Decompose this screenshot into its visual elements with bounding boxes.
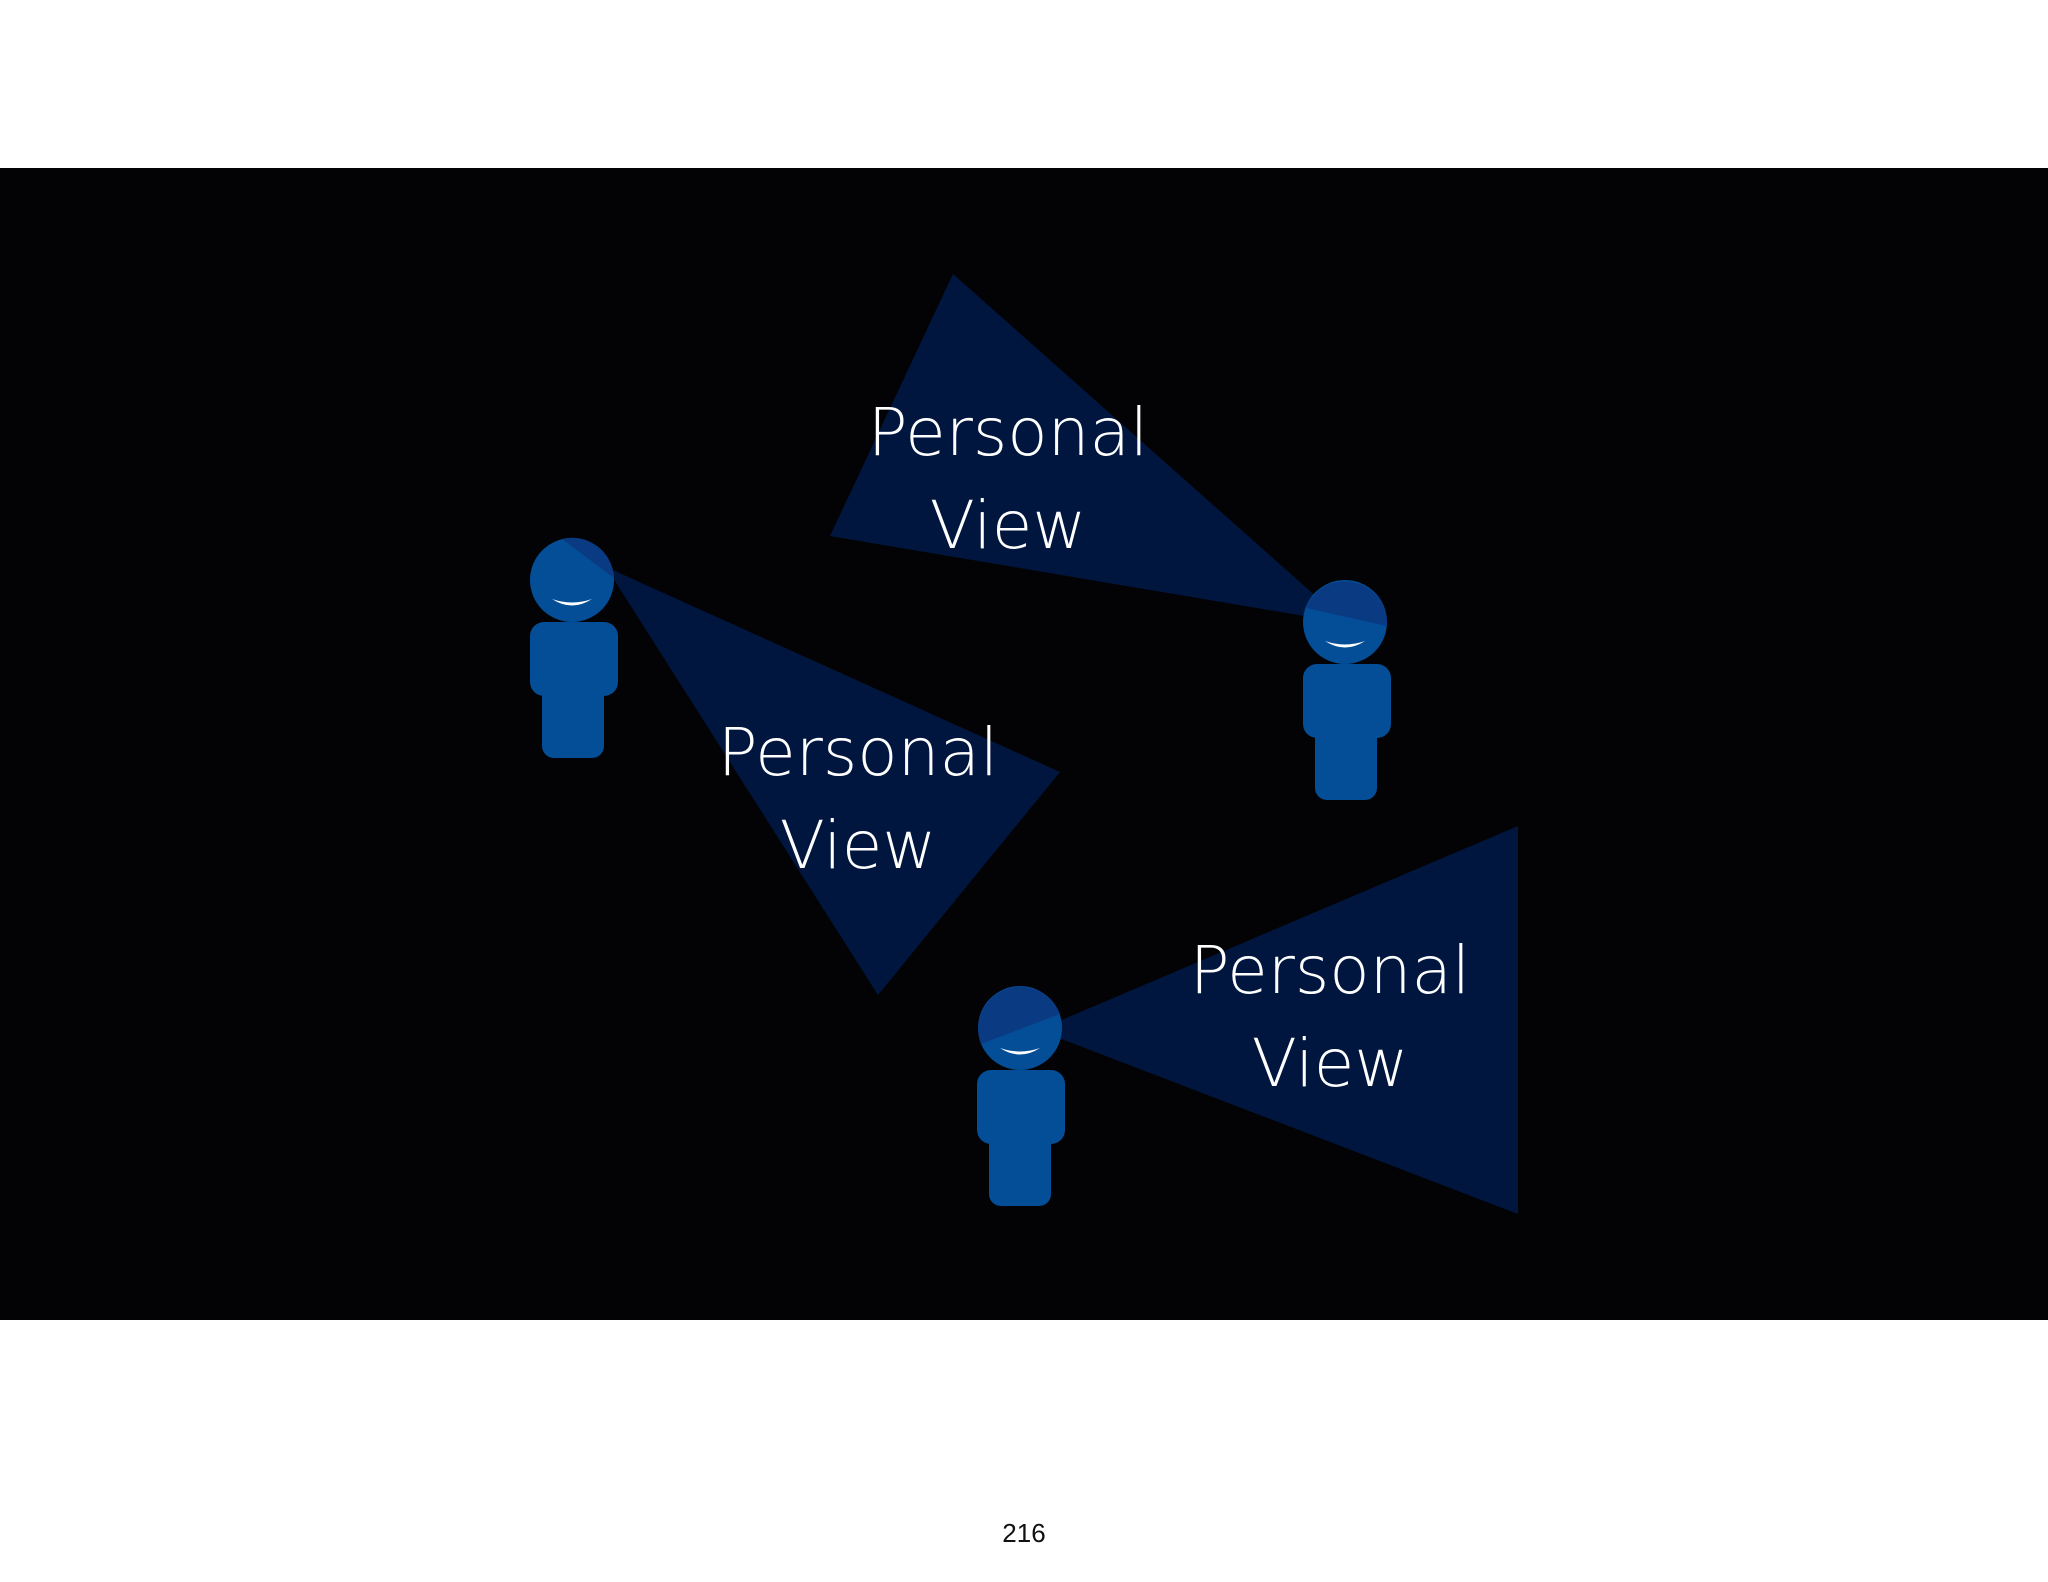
head-shade <box>1306 581 1388 626</box>
person-left <box>530 537 618 758</box>
smile-icon <box>1000 1048 1040 1055</box>
view-cone-left <box>606 567 1060 995</box>
view-label-line1: Personal <box>718 714 999 791</box>
head-shade <box>562 537 614 578</box>
view-label-bottom: Personal View <box>1190 932 1471 1102</box>
view-label-top: Personal View <box>868 394 1149 564</box>
smile-icon <box>552 599 592 606</box>
view-label-line2: View <box>780 807 937 884</box>
person-bottom <box>977 986 1065 1206</box>
view-label-line1: Personal <box>1190 932 1471 1009</box>
view-label-line1: Personal <box>868 394 1149 471</box>
page-number: 216 <box>1002 1518 1046 1548</box>
view-cone-top <box>830 274 1346 623</box>
person-legs <box>989 1116 1051 1206</box>
person-right <box>1303 580 1391 800</box>
person-legs <box>542 668 604 758</box>
smile-icon <box>1325 641 1365 648</box>
person-legs <box>1315 710 1377 800</box>
head-shade <box>978 986 1060 1044</box>
view-cone-bottom <box>1038 826 1518 1214</box>
view-label-line2: View <box>1252 1025 1409 1102</box>
personal-view-diagram: Personal View Personal View Personal Vie… <box>530 274 1518 1214</box>
slide: Personal View Personal View Personal Vie… <box>0 168 2048 1320</box>
view-label-left: Personal View <box>718 714 999 884</box>
view-label-line2: View <box>930 487 1087 564</box>
